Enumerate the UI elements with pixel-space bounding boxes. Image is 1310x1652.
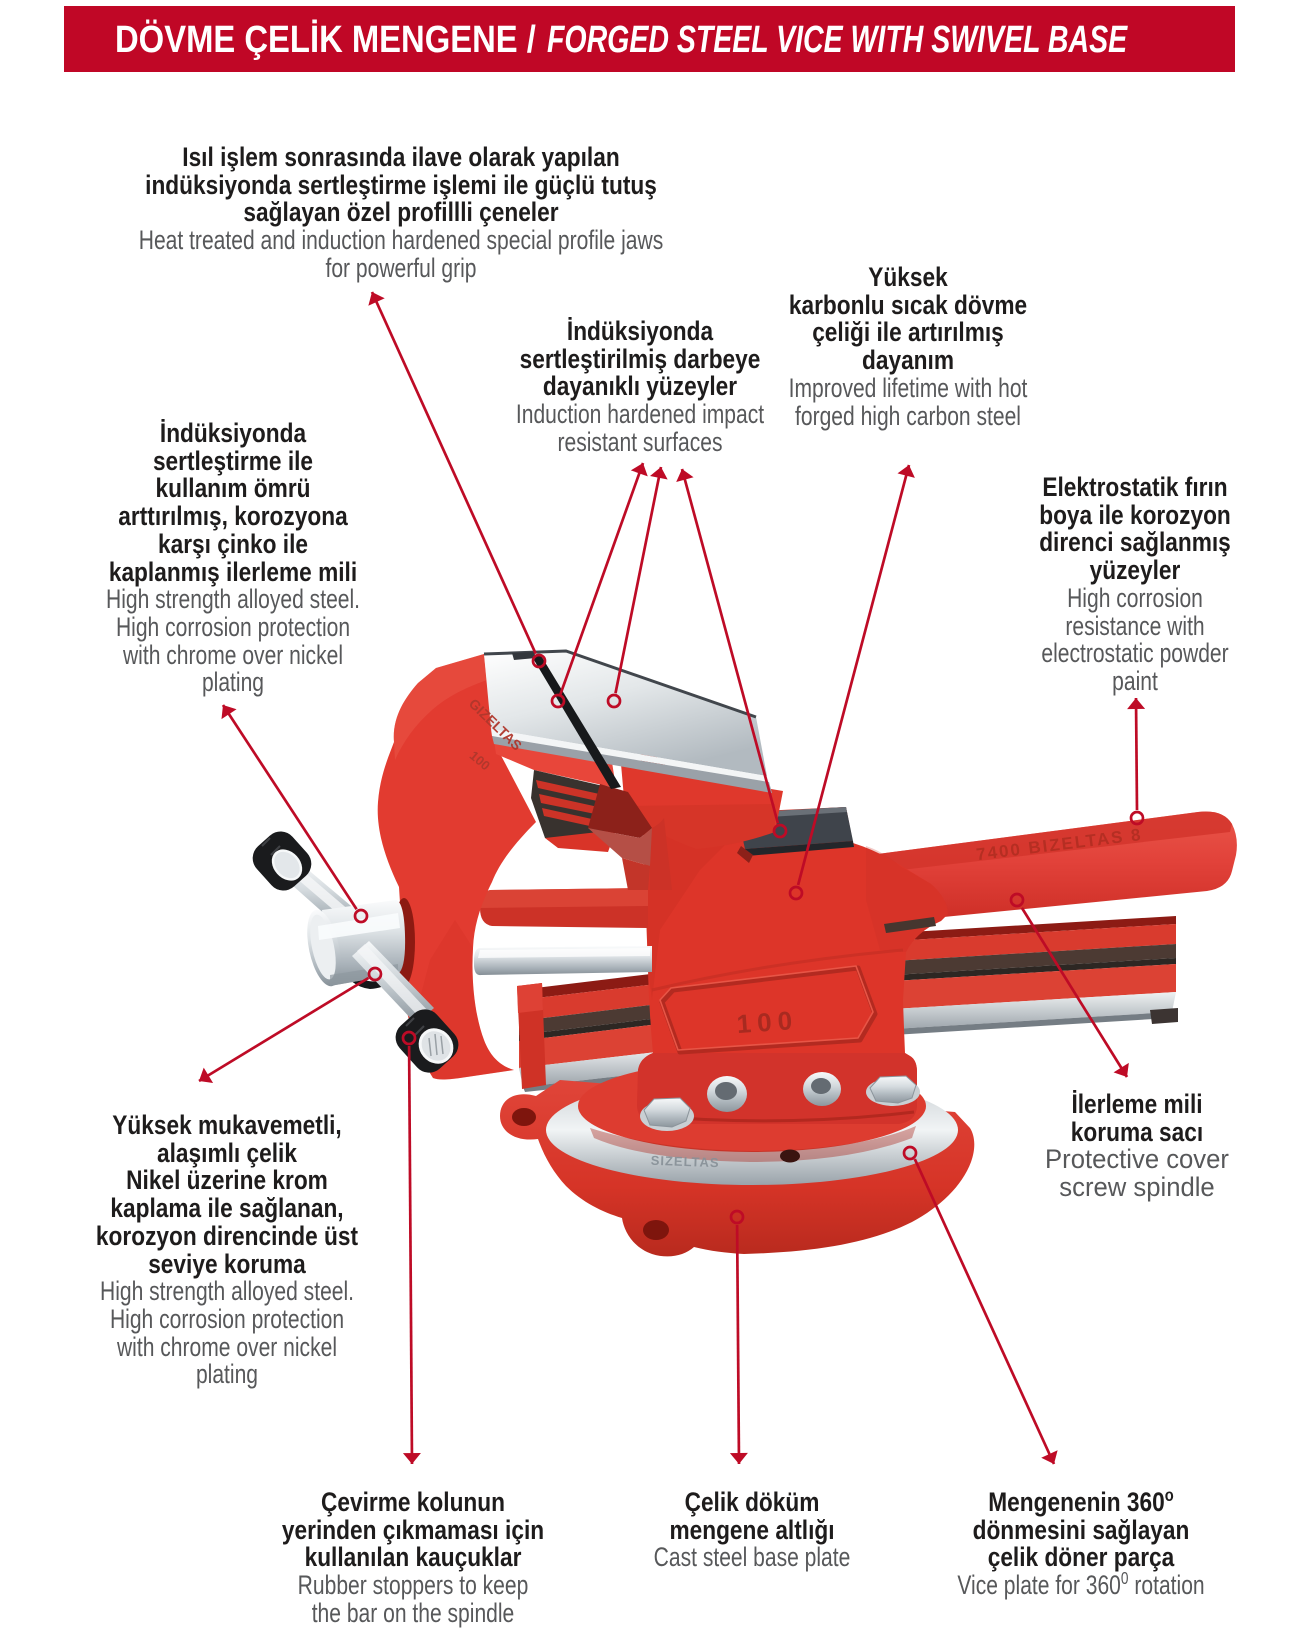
svg-text:SIZELTAS: SIZELTAS: [650, 1153, 719, 1170]
svg-text:100: 100: [736, 1005, 799, 1039]
